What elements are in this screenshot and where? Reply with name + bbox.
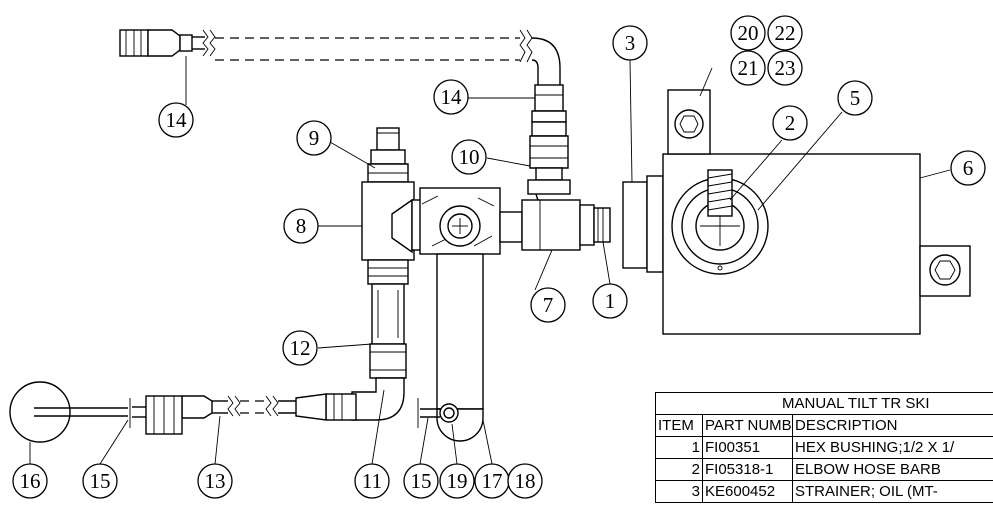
- balloon-1: 1: [592, 283, 628, 319]
- svg-text:5: 5: [850, 86, 861, 110]
- balloon-21: 21: [730, 50, 766, 86]
- balloon-8: 8: [283, 208, 319, 244]
- balloon-23: 23: [767, 50, 803, 86]
- svg-text:13: 13: [205, 469, 226, 493]
- balloon-16: 16: [12, 463, 48, 499]
- balloon-20: 20: [730, 15, 766, 51]
- balloon-15-left: 15: [82, 463, 118, 499]
- svg-text:2: 2: [785, 111, 796, 135]
- valve-block: [419, 187, 501, 442]
- balloon-19: 19: [439, 463, 475, 499]
- balloon-10: 10: [451, 139, 487, 175]
- balloon-7: 7: [530, 287, 566, 323]
- leader-lines: [29, 56, 951, 465]
- svg-text:1: 1: [605, 289, 616, 313]
- balloon-14-top: 14: [158, 102, 194, 138]
- svg-text:9: 9: [309, 126, 320, 150]
- svg-text:20: 20: [738, 21, 759, 45]
- balloon-9: 9: [296, 120, 332, 156]
- svg-text:3: 3: [625, 31, 636, 55]
- balloon-6: 6: [950, 150, 986, 186]
- bom-header-description: DESCRIPTION: [791, 414, 993, 437]
- bom-title: MANUAL TILT TR SKI: [655, 392, 993, 415]
- bom-item: 3: [655, 480, 703, 503]
- svg-text:15: 15: [90, 469, 111, 493]
- balloon-3: 3: [612, 25, 648, 61]
- bom-desc: ELBOW HOSE BARB: [791, 458, 993, 481]
- svg-text:22: 22: [775, 21, 796, 45]
- balloon-2: 2: [772, 105, 808, 141]
- balloon-22: 22: [767, 15, 803, 51]
- lower-return-line: [9, 377, 440, 443]
- table-row: 2 FI05318-1 ELBOW HOSE BARB: [655, 458, 993, 481]
- svg-text:15: 15: [411, 469, 432, 493]
- svg-text:7: 7: [543, 293, 554, 317]
- balloon-17: 17: [474, 463, 510, 499]
- bom-item: 2: [655, 458, 703, 481]
- balloon-12: 12: [282, 330, 318, 366]
- balloon-15-right: 15: [403, 463, 439, 499]
- svg-text:19: 19: [447, 469, 468, 493]
- bill-of-materials: MANUAL TILT TR SKI ITEM PART NUMBER DESC…: [655, 392, 993, 503]
- table-row: 1 FI00351 HEX BUSHING;1/2 X 1/: [655, 436, 993, 459]
- bom-header-row: ITEM PART NUMBER DESCRIPTION: [655, 414, 993, 437]
- balloon-18: 18: [507, 463, 543, 499]
- bom-title-row: MANUAL TILT TR SKI: [655, 392, 993, 415]
- bom-desc: HEX BUSHING;1/2 X 1/: [791, 436, 993, 459]
- svg-text:14: 14: [441, 85, 463, 109]
- vertical-fitting-right: [527, 121, 571, 213]
- bom-item: 1: [655, 436, 703, 459]
- svg-text:23: 23: [775, 56, 796, 80]
- horizontal-fittings: [499, 175, 664, 273]
- balloon-14-right: 14: [433, 79, 469, 115]
- svg-text:16: 16: [20, 469, 41, 493]
- balloon-5: 5: [837, 80, 873, 116]
- svg-text:6: 6: [963, 156, 974, 180]
- svg-text:18: 18: [515, 469, 536, 493]
- top-hose: [119, 29, 567, 123]
- svg-text:12: 12: [290, 336, 311, 360]
- bom-header-part: PART NUMBER: [702, 414, 793, 437]
- bom-table: MANUAL TILT TR SKI ITEM PART NUMBER DESC…: [655, 392, 993, 503]
- svg-text:21: 21: [738, 56, 759, 80]
- pump-body: [662, 89, 971, 335]
- svg-text:10: 10: [459, 145, 480, 169]
- balloon-11: 11: [354, 463, 390, 499]
- bom-header-item: ITEM: [655, 414, 703, 437]
- svg-text:14: 14: [166, 108, 188, 132]
- table-row: 3 KE600452 STRAINER; OIL (MT-: [655, 480, 993, 503]
- tee-assembly: [361, 127, 425, 379]
- balloon-13: 13: [197, 463, 233, 499]
- bom-part: FI05318-1: [702, 458, 793, 481]
- bom-desc: STRAINER; OIL (MT-: [791, 480, 993, 503]
- svg-text:11: 11: [362, 469, 382, 493]
- svg-text:17: 17: [482, 469, 503, 493]
- bom-part: FI00351: [702, 436, 793, 459]
- svg-text:8: 8: [296, 214, 307, 238]
- bom-part: KE600452: [702, 480, 793, 503]
